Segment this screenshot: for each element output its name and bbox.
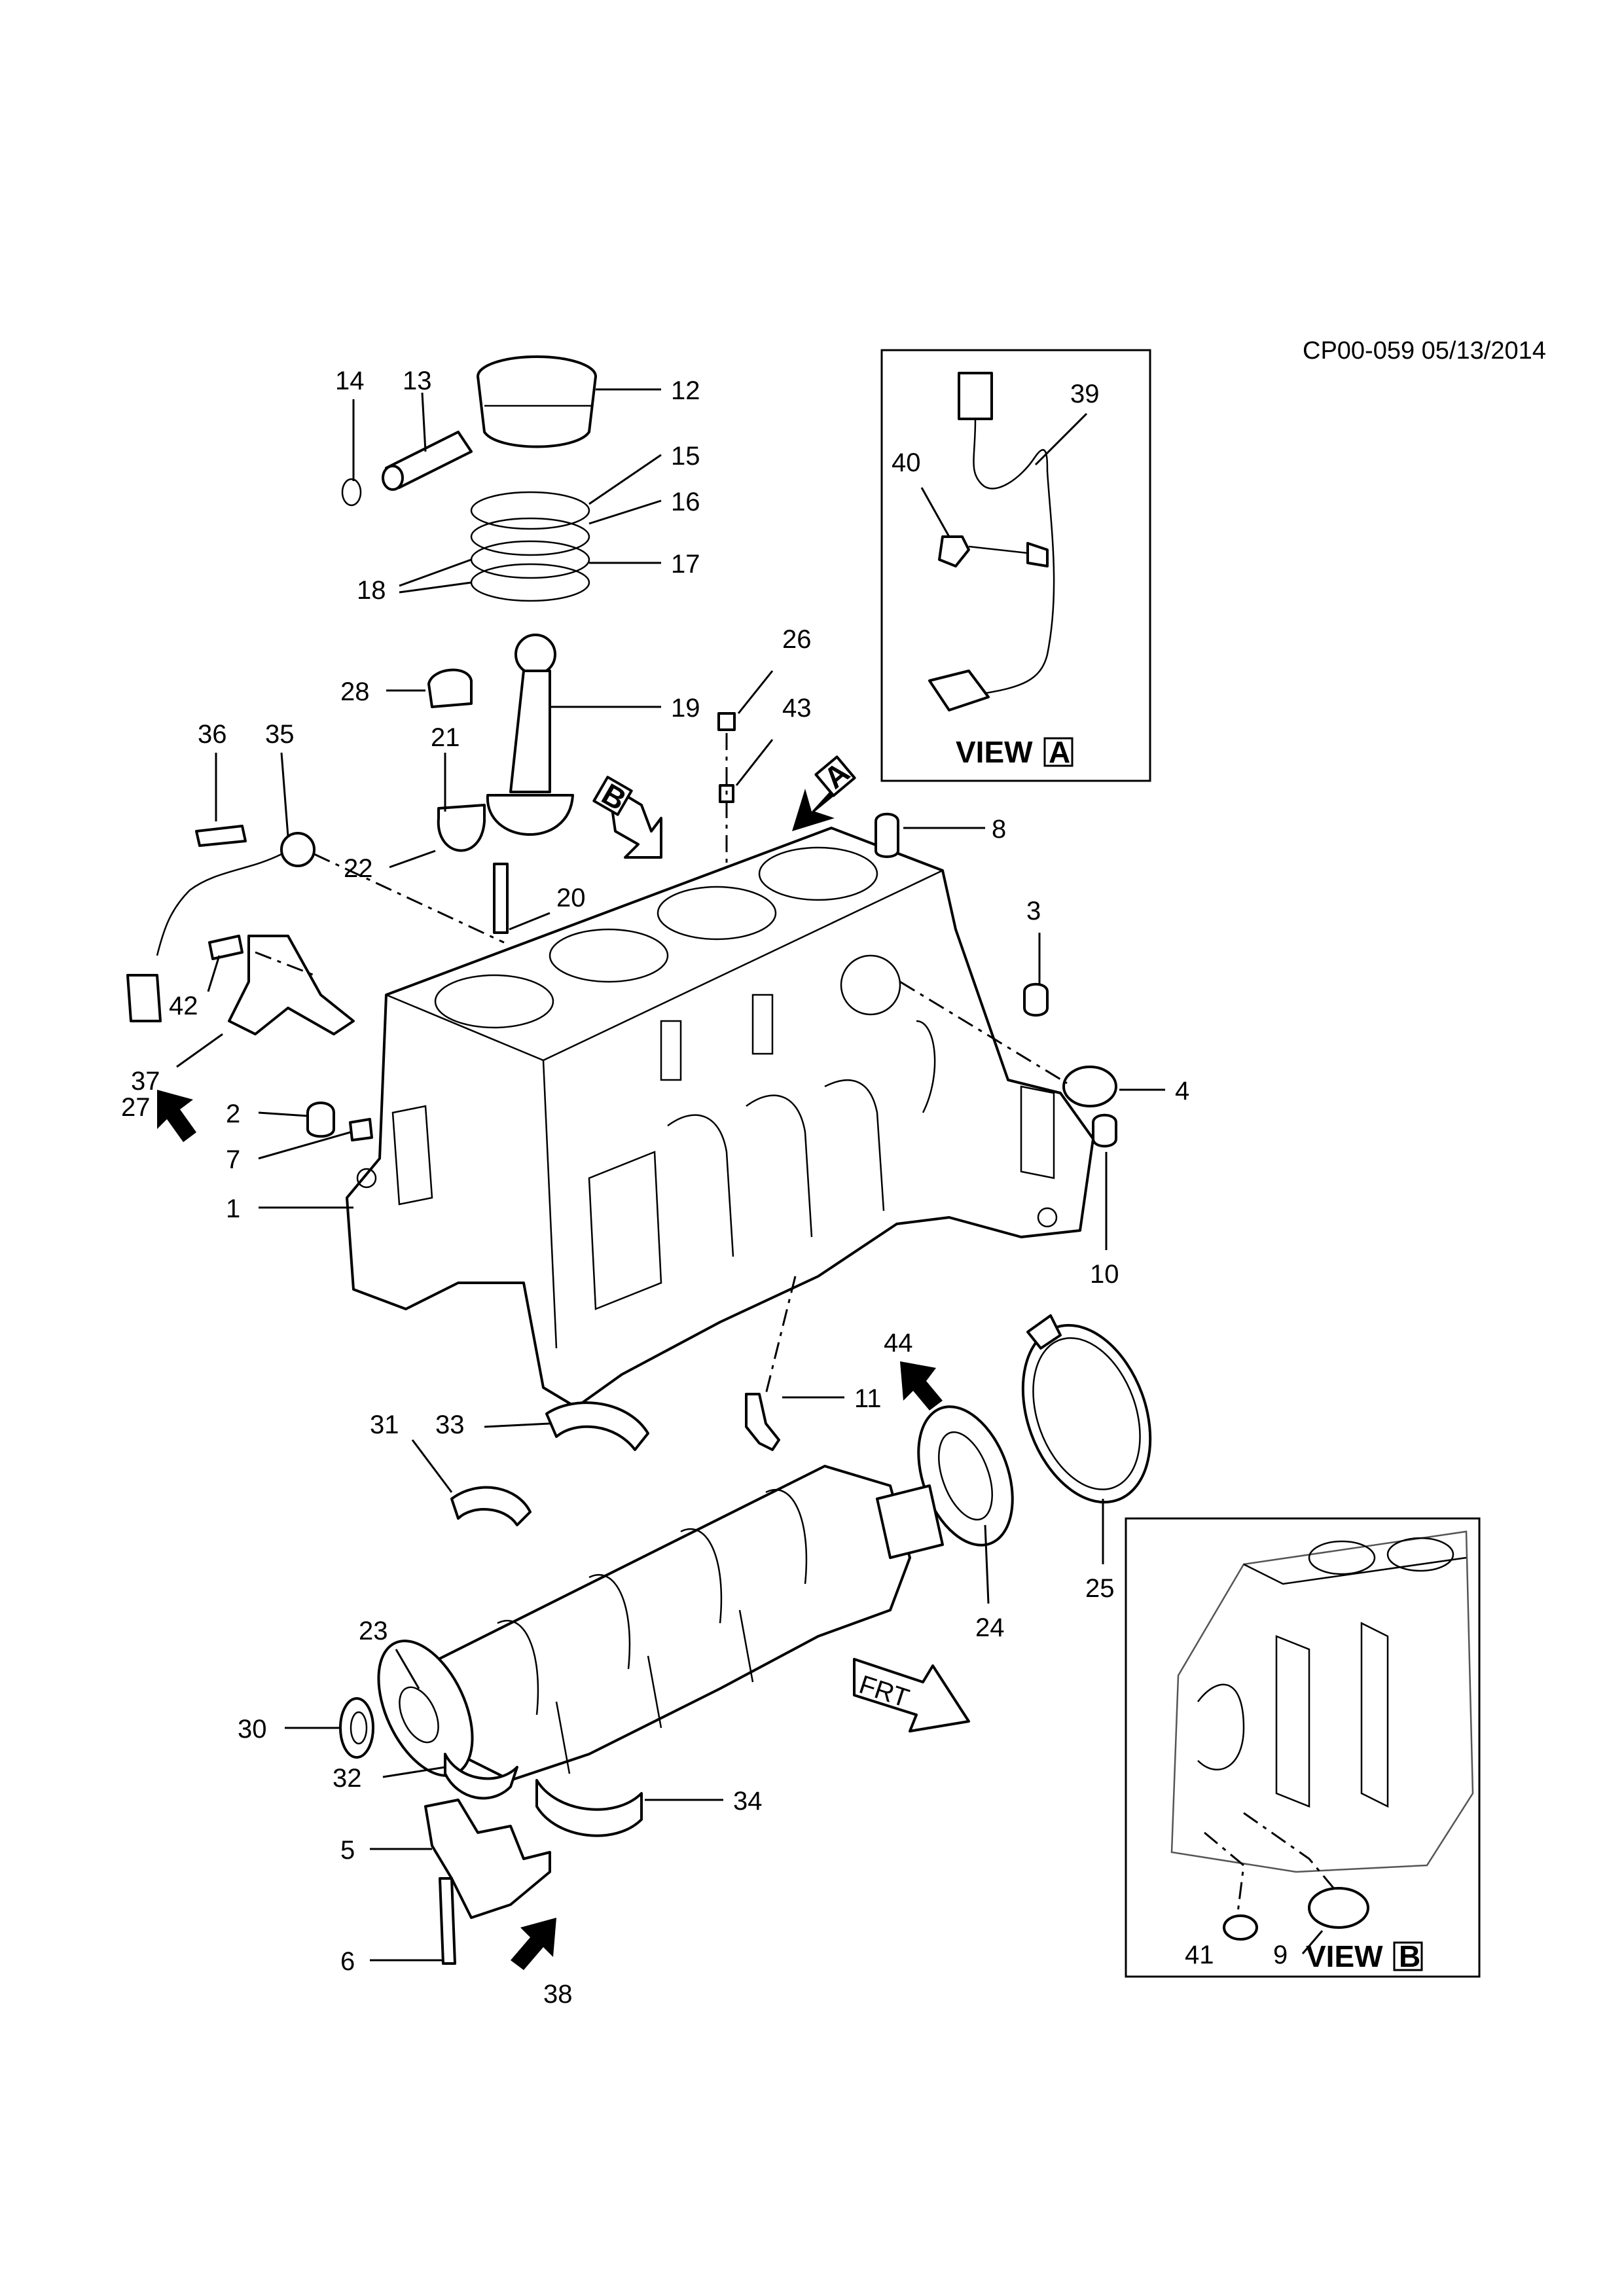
callout-31: 31	[370, 1410, 399, 1439]
arrow-a-label: A	[818, 755, 856, 795]
callout-26: 26	[782, 625, 812, 654]
callout-36: 36	[198, 720, 227, 749]
callout-20: 20	[556, 884, 586, 912]
callout-39: 39	[1070, 380, 1100, 408]
direction-arrows: B A 27 44 38 FRT	[121, 755, 970, 2009]
callout-33: 33	[435, 1410, 465, 1439]
callout-25: 25	[1085, 1574, 1115, 1603]
dowels-and-studs: 20 26 43	[493, 625, 812, 969]
engine-block: 1	[226, 827, 1094, 1408]
callout-12: 12	[671, 376, 700, 405]
callout-2: 2	[226, 1100, 240, 1128]
callout-41: 41	[1185, 1941, 1214, 1969]
callout-32: 32	[333, 1764, 362, 1793]
callout-42: 42	[169, 992, 198, 1020]
callout-43: 43	[782, 694, 812, 723]
callout-4: 4	[1175, 1077, 1189, 1105]
callout-10: 10	[1090, 1260, 1119, 1289]
callout-15: 15	[671, 442, 700, 471]
callout-28: 28	[340, 677, 370, 706]
callout-9: 9	[1273, 1941, 1288, 1969]
callout-40: 40	[892, 448, 921, 477]
callout-21: 21	[431, 723, 460, 752]
callout-17: 17	[671, 550, 700, 579]
callout-13: 13	[403, 367, 432, 395]
view-a-panel: 39 40 VIEW A	[880, 349, 1151, 782]
diagram-code: CP00-059 05/13/2014	[1303, 337, 1546, 365]
callout-7: 7	[226, 1145, 240, 1174]
callout-27: 27	[121, 1093, 151, 1122]
callout-18: 18	[357, 576, 386, 605]
callout-24: 24	[975, 1613, 1005, 1642]
view-a-letter: A	[1049, 735, 1070, 769]
callout-5: 5	[340, 1836, 355, 1865]
view-b-letter: B	[1399, 1939, 1420, 1973]
callout-35: 35	[265, 720, 295, 749]
callout-11: 11	[854, 1384, 882, 1413]
rear-seal-assembly: 24 25	[917, 1314, 1152, 1642]
callout-30: 30	[238, 1715, 267, 1744]
knock-sensor-assembly: 36 35 42 37	[126, 720, 505, 1096]
callout-14: 14	[335, 367, 365, 395]
callout-37: 37	[131, 1067, 160, 1096]
callout-8: 8	[992, 815, 1006, 844]
callout-6: 6	[340, 1947, 355, 1976]
callout-23: 23	[359, 1617, 388, 1645]
callout-44: 44	[884, 1329, 913, 1357]
view-a-title: VIEW	[956, 735, 1033, 769]
piston-assembly: 12 13 14 15 16 17 18	[335, 355, 700, 605]
view-b-title: VIEW	[1306, 1939, 1383, 1973]
callout-19: 19	[671, 694, 700, 723]
callout-16: 16	[671, 488, 700, 516]
crankshaft-assembly: 23 30 31 33 32 34 5 6	[238, 1401, 944, 1976]
callout-38: 38	[543, 1980, 573, 2009]
block-side-components: 2 7 8 3 4 10 11	[226, 812, 1189, 1451]
view-b-panel: 41 9 VIEW B	[1125, 1517, 1481, 1978]
callout-3: 3	[1026, 897, 1041, 925]
connecting-rod-assembly: 19 28 21 22	[340, 634, 700, 883]
callout-34: 34	[733, 1787, 763, 1816]
callout-1: 1	[226, 1194, 240, 1223]
